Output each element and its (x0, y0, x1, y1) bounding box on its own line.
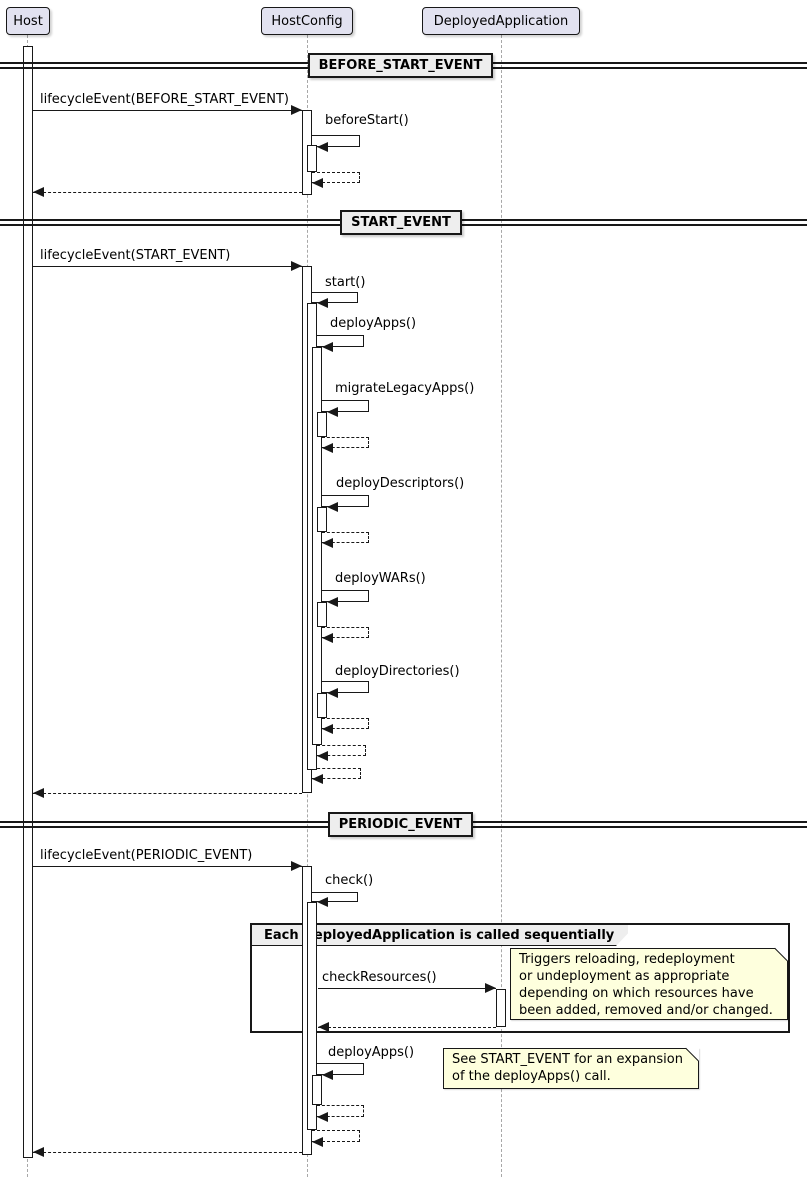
arrowhead-beforestart-return (312, 178, 323, 188)
activation-bar-hc-deploywars (317, 602, 327, 627)
arrowhead-deploywars-return (322, 633, 333, 643)
note-text-line: depending on which resources have (519, 986, 754, 1001)
self-message-loop-migratelegacyapps (322, 400, 369, 412)
message-label-lifecycle-before-start: lifecycleEvent(BEFORE_START_EVENT) (40, 92, 289, 107)
arrowhead-checkresources (485, 983, 496, 993)
message-label-start: start() (325, 275, 366, 290)
self-message-loop-deploydirectories (322, 681, 369, 693)
arrowhead-deploywars (327, 597, 338, 607)
arrowhead-periodic-deployapps-return (317, 1112, 328, 1122)
self-message-loop-deploydescriptors-return (322, 532, 369, 543)
message-label-check: check() (325, 873, 374, 888)
arrowhead-lifecycle-periodic (291, 861, 302, 871)
message-label-deploydescriptors: deployDescriptors() (336, 476, 465, 491)
message-label-deployapps: deployApps() (330, 316, 417, 331)
arrowhead-deployapps (322, 342, 333, 352)
activation-bar-host-main (23, 46, 33, 1158)
message-line-return-before-start (33, 192, 302, 193)
arrowhead-start (317, 298, 328, 308)
message-label-lifecycle-periodic: lifecycleEvent(PERIODIC_EVENT) (40, 848, 253, 863)
message-label-checkresources: checkResources() (322, 970, 437, 985)
arrowhead-lifecycle-start (291, 261, 302, 271)
activation-bar-hc-deploydescriptors (317, 507, 327, 532)
lifeline-deployedapplication (501, 35, 502, 1177)
self-message-loop-beforestart (312, 135, 360, 147)
self-message-loop-start (312, 292, 358, 303)
arrowhead-migratelegacyapps-return (322, 443, 333, 453)
divider-label-box-start-event: START_EVENT (340, 210, 462, 235)
note-text-line: been added, removed and/or changed. (519, 1003, 773, 1018)
participant-box-deployedapplication: DeployedApplication (422, 7, 580, 35)
message-line-checkresources (318, 988, 496, 989)
arrowhead-return-before-start (33, 187, 44, 197)
arrowhead-deployapps-return (317, 751, 328, 761)
participant-box-host: Host (6, 7, 50, 35)
activation-bar-hc-beforestart (307, 145, 317, 172)
self-message-loop-check (312, 892, 358, 902)
note-fold-icon (775, 948, 788, 961)
self-message-loop-beforestart-return (312, 172, 360, 183)
arrowhead-deploydescriptors-return (322, 538, 333, 548)
arrowhead-lifecycle-before-start (291, 105, 302, 115)
activation-bar-hc-check (307, 902, 317, 1130)
arrowhead-beforestart (317, 142, 328, 152)
self-message-loop-migratelegacyapps-return (322, 437, 369, 448)
group-header: Each DeployedApplication is called seque… (252, 925, 628, 946)
message-line-lifecycle-before-start (33, 110, 302, 111)
self-message-loop-periodic-deployapps-return (317, 1105, 364, 1117)
arrowhead-return-start (33, 788, 44, 798)
arrowhead-deploydirectories-return (322, 724, 333, 734)
arrowhead-return-periodic (33, 1147, 44, 1157)
arrowhead-deploydescriptors (327, 502, 338, 512)
message-label-deploywars: deployWARs() (335, 571, 426, 586)
self-message-loop-deploywars-return (322, 627, 369, 638)
arrowhead-return-checkresources (318, 1022, 329, 1032)
activation-bar-hc-deployapps (312, 347, 322, 745)
arrowhead-deploydirectories (327, 688, 338, 698)
self-message-loop-deployapps-return (317, 745, 366, 756)
self-message-loop-start-return (312, 768, 361, 779)
self-message-loop-deploywars (322, 590, 369, 602)
self-message-loop-check-return (312, 1130, 360, 1142)
note-text-line: See START_EVENT for an expansion (452, 1052, 683, 1067)
self-message-loop-deploydescriptors (322, 495, 369, 507)
self-message-loop-deploydirectories-return (322, 718, 369, 729)
note-text-line: Triggers reloading, redeployment (519, 952, 735, 967)
message-label-periodic-deployapps: deployApps() (328, 1045, 415, 1060)
self-message-loop-periodic-deployapps (317, 1063, 364, 1075)
note-fold-icon (686, 1048, 699, 1061)
arrowhead-migratelegacyapps (327, 407, 338, 417)
activation-bar-hc-deploydirectories (317, 693, 327, 718)
message-label-deploydirectories: deployDirectories() (335, 664, 460, 679)
activation-bar-hc-periodic-deployapps (312, 1075, 322, 1105)
group-frame-sequential-group: Each DeployedApplication is called seque… (250, 923, 790, 1033)
divider-label-box-before-start-event: BEFORE_START_EVENT (308, 53, 493, 78)
activation-bar-da-checkresources (496, 989, 506, 1027)
activation-bar-hc-migratelegacyapps (317, 412, 327, 437)
arrowhead-check (317, 897, 328, 907)
note-text-line: of the deployApps() call. (452, 1069, 611, 1084)
message-line-return-start (33, 793, 302, 794)
note-deployapps-note: See START_EVENT for an expansion of the d… (443, 1047, 699, 1089)
message-line-lifecycle-start (33, 266, 302, 267)
divider-label-box-periodic-event: PERIODIC_EVENT (328, 812, 473, 837)
participant-box-hostconfig: HostConfig (261, 7, 353, 35)
arrowhead-periodic-deployapps (322, 1070, 333, 1080)
note-checkresources-note: Triggers reloading, redeployment or undep… (510, 947, 788, 1020)
message-line-lifecycle-periodic (33, 866, 302, 867)
note-text-line: or undeployment as appropriate (519, 969, 730, 984)
arrowhead-start-return (312, 774, 323, 784)
self-message-loop-deployapps (317, 335, 364, 347)
message-label-beforestart: beforeStart() (325, 113, 409, 128)
message-line-return-checkresources (318, 1027, 496, 1028)
message-label-lifecycle-start: lifecycleEvent(START_EVENT) (40, 248, 231, 263)
message-line-return-periodic (33, 1152, 302, 1153)
arrowhead-check-return (312, 1137, 323, 1147)
message-label-migratelegacyapps: migrateLegacyApps() (335, 381, 475, 396)
